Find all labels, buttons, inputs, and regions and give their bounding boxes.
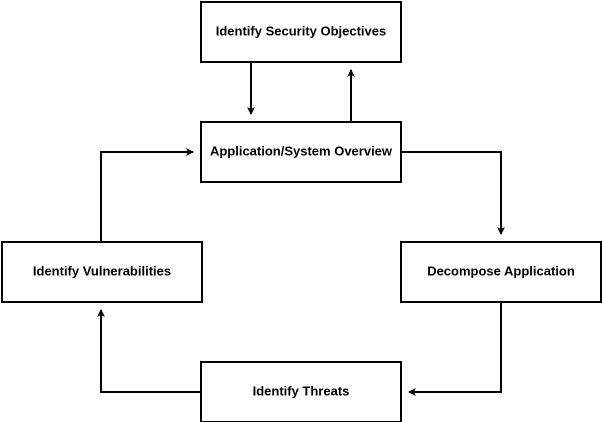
edge-threats-to-vulnerabilities [97, 309, 201, 393]
node-label: Decompose Application [427, 263, 575, 278]
node-label: Identify Security Objectives [216, 23, 387, 38]
node-application-system-overview: Application/System Overview [200, 121, 402, 183]
edge-decompose-to-threats [408, 302, 502, 396]
node-label: Identify Threats [253, 383, 350, 398]
node-label: Identify Vulnerabilities [33, 263, 171, 278]
edge-vulnerabilities-to-overview [100, 148, 194, 242]
edge-overview-to-decompose [401, 151, 505, 235]
node-decompose-application: Decompose Application [400, 241, 602, 303]
node-identify-threats: Identify Threats [200, 361, 402, 422]
node-identify-security-objectives: Identify Security Objectives [200, 1, 402, 63]
node-label: Application/System Overview [210, 143, 393, 158]
edges [97, 62, 505, 396]
node-identify-vulnerabilities: Identify Vulnerabilities [1, 241, 203, 303]
